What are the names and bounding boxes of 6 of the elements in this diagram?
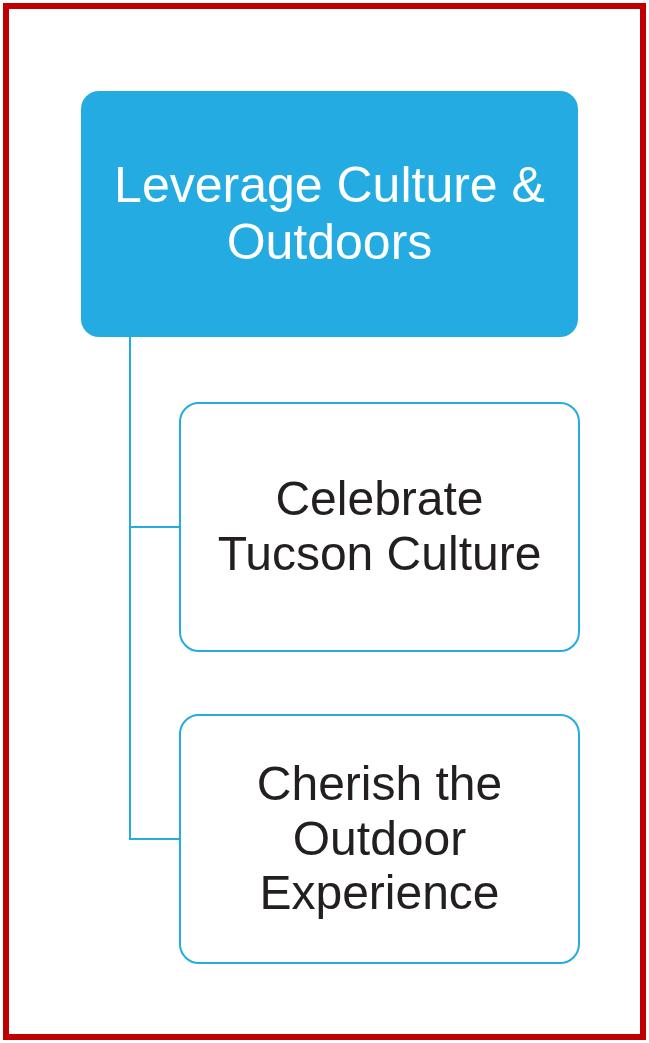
subtopic-box <box>179 714 580 964</box>
subtopic-box <box>179 402 580 652</box>
topic-label: Cherish the Outdoor Experience <box>255 756 504 922</box>
topic-label: Leverage Culture & Outdoors <box>113 157 546 271</box>
topic-label: Celebrate Tucson Culture <box>216 472 543 582</box>
main-topic-box <box>81 91 578 337</box>
